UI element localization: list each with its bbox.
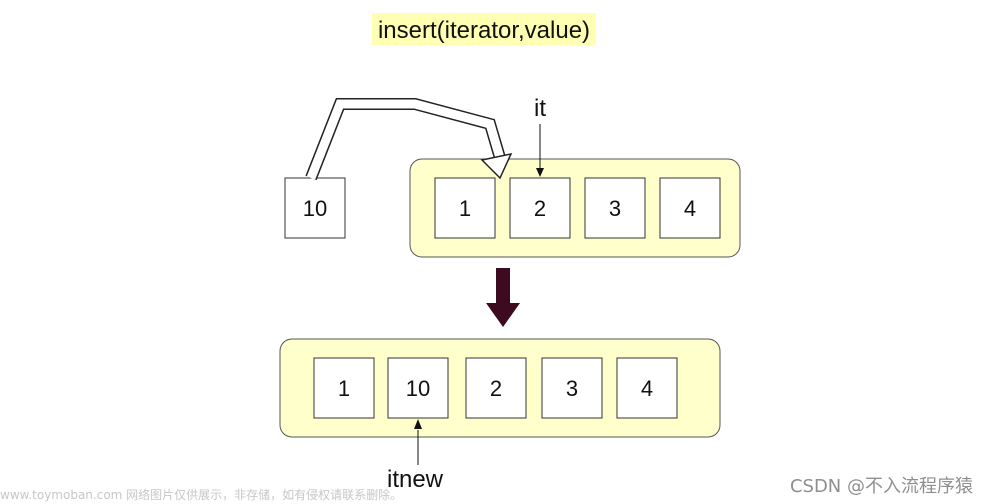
after-cell-2-value: 2 [490,376,502,401]
before-cell-1: 2 [509,177,571,239]
before-cell-0: 1 [434,177,496,239]
before-cell-3-value: 4 [684,196,696,221]
transition-down-arrow [486,268,520,327]
after-cell-4: 4 [616,357,678,419]
new-value-box [284,177,346,239]
insert-curve-arrow [305,98,513,181]
before-cell-3: 4 [659,177,721,239]
itnew-pointer-arrow [414,419,422,465]
before-cell-1-value: 2 [534,196,546,221]
after-cell-0: 1 [313,357,375,419]
new-value-label: 10 [303,196,327,221]
after-cell-3-value: 3 [566,376,578,401]
after-cell-1-value: 10 [406,376,430,401]
watermark-author: CSDN @不入流程序猿 [789,476,973,497]
watermark-source-text: www.toymoban.com 网络图片仅供展示，非存储，如有侵权请联系删除。 [0,488,403,502]
it-pointer-arrow [536,124,544,177]
after-cell-1: 10 [387,357,449,419]
before-cell-2: 3 [584,177,646,239]
diagram-title: insert(iterator,value) [378,17,590,44]
itnew-pointer-label: itnew [387,466,444,493]
after-cell-3: 3 [541,357,603,419]
before-cell-0-value: 1 [459,196,471,221]
before-cell-2-value: 3 [609,196,621,221]
after-cell-2: 2 [465,357,527,419]
it-pointer-label: it [534,95,546,122]
after-cell-0-value: 1 [338,376,350,401]
after-cell-4-value: 4 [641,376,653,401]
title-highlight [372,13,596,45]
